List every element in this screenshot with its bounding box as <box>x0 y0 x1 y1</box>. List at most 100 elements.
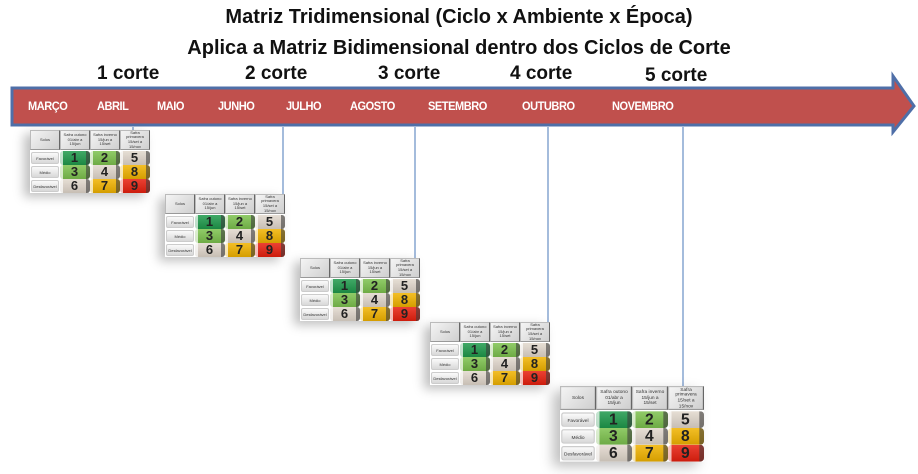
diagram-title: Matriz Tridimensional (Ciclo x Ambiente … <box>225 6 693 28</box>
matrix-row-label: Desfavorável <box>166 244 194 256</box>
diagram-subtitle: Aplica a Matriz Bidimensional dentro dos… <box>187 37 731 59</box>
matrix-value-cell: 2 <box>225 215 255 229</box>
month-agosto: AGOSTO <box>350 99 395 113</box>
matrix-row-label: Desfavorável <box>31 180 59 192</box>
matrix-header-cell: Safra inverno 15/jun a 15/set <box>632 386 668 410</box>
matrix-value-cell: 1 <box>596 411 632 428</box>
matrix-header-cell: Safra outono 01/abr a 15/jun <box>596 386 632 410</box>
matrix-header-label: Safra inverno 15/jun a 15/set <box>493 324 517 339</box>
matrix-value-cell: 9 <box>255 243 285 257</box>
matrix-header-label: Safra outono 01/abr a 15/jun <box>63 132 87 147</box>
matrix-value-cell: 6 <box>596 444 632 462</box>
matrix-header-label: Solos <box>39 136 50 142</box>
matrix-row-label: Médio <box>166 230 194 242</box>
matrix-value-cell: 5 <box>668 411 704 428</box>
matrix-row-label: Médio <box>431 358 459 370</box>
month-outubro: OUTUBRO <box>522 99 575 113</box>
matrix-value-cell: 9 <box>668 444 704 462</box>
matrix-value-cell: 2 <box>490 343 520 357</box>
matrix-header-cell: Safra primavera 15/set a 15/nov <box>390 258 420 278</box>
matrix-value-cell: 4 <box>225 229 255 243</box>
matrix-row-label: Favorável <box>431 344 459 356</box>
cut-label-5: 5 corte <box>645 65 708 86</box>
matrix-header-cell: Safra outono 01/abr a 15/jun <box>330 258 360 278</box>
cut-label-2: 2 corte <box>245 63 308 84</box>
month-novembro: NOVEMBRO <box>612 99 674 113</box>
matrix-value-cell: 3 <box>460 357 490 371</box>
matrix-header-label: Safra primavera 15/set a 15/nov <box>126 130 144 149</box>
matrix-value-cell: 8 <box>120 165 150 179</box>
month-maio: MAIO <box>157 99 184 113</box>
matrix-value-cell: 1 <box>195 215 225 229</box>
matrix-header-cell: Safra outono 01/abr a 15/jun <box>60 130 90 150</box>
month-junho: JUNHO <box>218 99 255 113</box>
matrix-value-cell: 6 <box>195 243 225 257</box>
matrix-cut-2: Solos Safra outono 01/abr a 15/jun Safra i… <box>165 194 285 257</box>
matrix-header-label: Safra primavera 15/set a 15/nov <box>526 322 544 341</box>
matrix-row-label: Favorável <box>561 412 595 427</box>
matrix-value-cell: 6 <box>60 179 90 193</box>
matrix-header-label: Solos <box>571 394 584 401</box>
cut-label-4: 4 corte <box>510 63 573 84</box>
matrix-value-cell: 7 <box>225 243 255 257</box>
matrix-value-cell: 7 <box>90 179 120 193</box>
month-setembro: SETEMBRO <box>428 99 487 113</box>
matrix-value-cell: 3 <box>60 165 90 179</box>
matrix-row-label: Favorável <box>166 216 194 228</box>
matrix-header-cell: Safra primavera 15/set a 15/nov <box>120 130 150 150</box>
cut-label-1: 1 corte <box>97 63 160 84</box>
matrix-header-cell: Solos <box>30 130 60 150</box>
matrix-header-label: Safra inverno 15/jun a 15/set <box>228 196 252 211</box>
matrix-value-cell: 8 <box>390 293 420 307</box>
matrix-row-label: Médio <box>561 429 595 444</box>
matrix-value-cell: 5 <box>390 279 420 293</box>
matrix-header-label: Safra outono 01/abr a 15/jun <box>600 388 628 406</box>
matrix-header-label: Safra inverno 15/jun a 15/set <box>93 132 117 147</box>
matrix-header-cell: Safra inverno 15/jun a 15/set <box>90 130 120 150</box>
matrix-header-cell: Solos <box>560 386 596 410</box>
matrix-header-label: Safra outono 01/abr a 15/jun <box>463 324 487 339</box>
month-abril: ABRIL <box>97 99 129 113</box>
matrix-header-cell: Safra inverno 15/jun a 15/set <box>360 258 390 278</box>
timeline-arrow <box>10 71 916 137</box>
matrix-value-cell: 8 <box>255 229 285 243</box>
matrix-header-cell: Safra inverno 15/jun a 15/set <box>225 194 255 214</box>
matrix-header-cell: Solos <box>300 258 330 278</box>
matrix-header-cell: Safra primavera 15/set a 15/nov <box>255 194 285 214</box>
matrix-value-cell: 1 <box>60 151 90 165</box>
matrix-value-cell: 5 <box>120 151 150 165</box>
matrix-value-cell: 4 <box>632 428 668 445</box>
matrix-value-cell: 4 <box>490 357 520 371</box>
matrix-header-cell: Safra primavera 15/set a 15/nov <box>520 322 550 342</box>
matrix-value-cell: 8 <box>520 357 550 371</box>
matrix-header-label: Solos <box>309 264 320 270</box>
matrix-header-label: Safra outono 01/abr a 15/jun <box>333 260 357 275</box>
matrix-header-label: Solos <box>439 328 450 334</box>
matrix-value-cell: 9 <box>390 307 420 321</box>
matrix-value-cell: 3 <box>195 229 225 243</box>
matrix-header-label: Safra primavera 15/set a 15/nov <box>675 386 697 409</box>
matrix-value-cell: 2 <box>90 151 120 165</box>
matrix-header-cell: Safra inverno 15/jun a 15/set <box>490 322 520 342</box>
matrix-value-cell: 2 <box>360 279 390 293</box>
matrix-row-label: Desfavorável <box>431 372 459 384</box>
matrix-value-cell: 1 <box>460 343 490 357</box>
matrix-value-cell: 1 <box>330 279 360 293</box>
matrix-value-cell: 6 <box>460 371 490 385</box>
matrix-header-label: Safra outono 01/abr a 15/jun <box>198 196 222 211</box>
matrix-value-cell: 6 <box>330 307 360 321</box>
matrix-header-label: Solos <box>174 200 185 206</box>
matrix-cut-1: Solos Safra outono 01/abr a 15/jun Safra i… <box>30 130 150 193</box>
matrix-header-cell: Safra outono 01/abr a 15/jun <box>460 322 490 342</box>
matrix-value-cell: 3 <box>330 293 360 307</box>
matrix-value-cell: 7 <box>490 371 520 385</box>
matrix-cut-4: Solos Safra outono 01/abr a 15/jun Safra i… <box>430 322 550 385</box>
matrix-header-cell: Solos <box>430 322 460 342</box>
matrix-row-label: Médio <box>301 294 329 306</box>
matrix-row-label: Desfavorável <box>561 446 595 461</box>
matrix-value-cell: 4 <box>360 293 390 307</box>
matrix-header-label: Safra primavera 15/set a 15/nov <box>261 194 279 213</box>
month-marco: MARÇO <box>28 99 68 113</box>
